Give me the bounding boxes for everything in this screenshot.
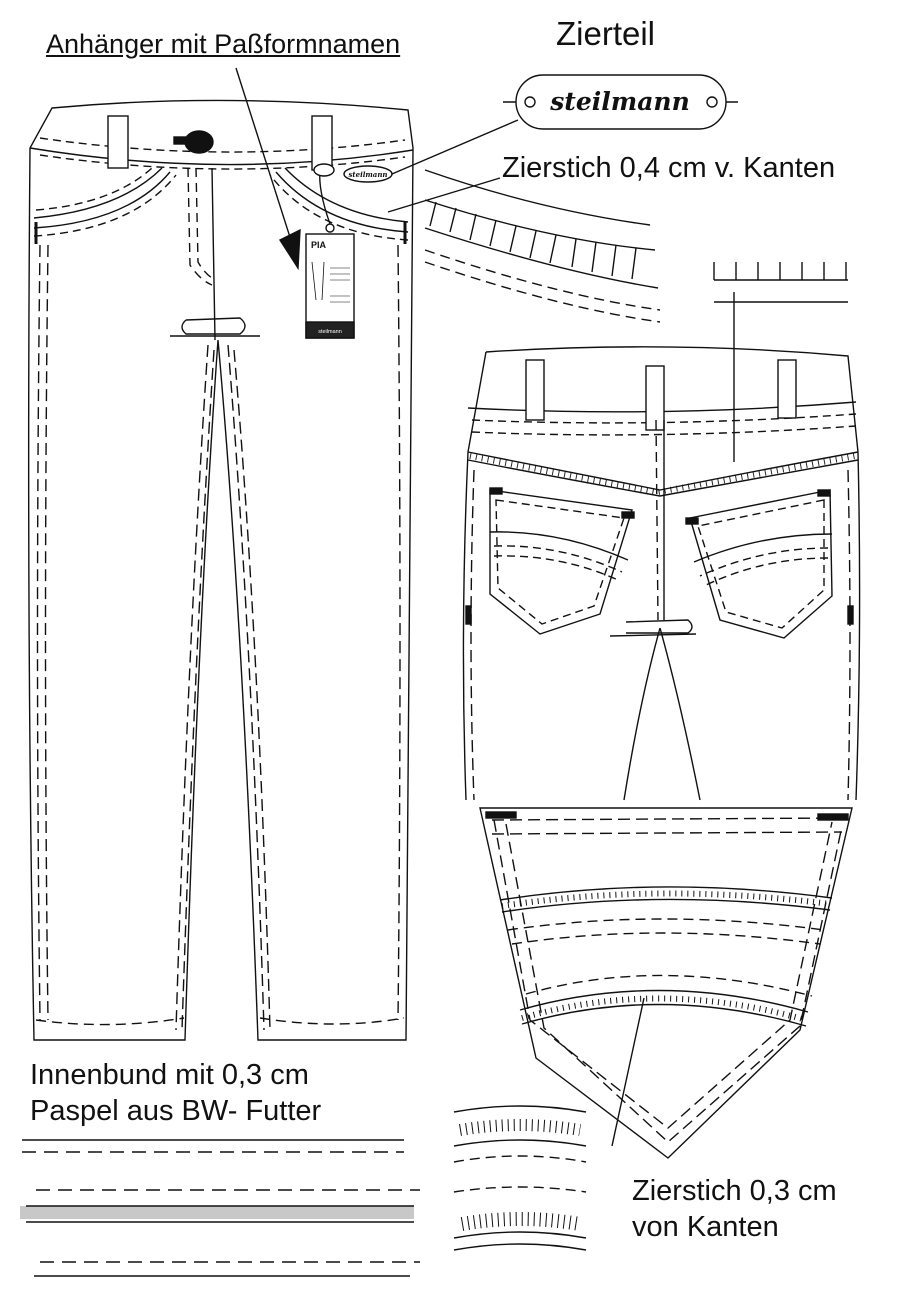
stitch04-leader [387, 177, 501, 213]
piping-label: Paspel aus BW- Futter [30, 1095, 322, 1127]
front-outline [27, 99, 414, 1041]
front-pocket-right [284, 167, 409, 223]
back-pocket-right [689, 489, 833, 639]
ornament-badge [503, 74, 738, 130]
front-waistband-seam [29, 147, 414, 166]
stitch-sample-right [713, 262, 848, 462]
stitch-sample-03 [453, 1105, 587, 1251]
stitch-04-label: Zierstich 0,4 cm v. Kanten [502, 152, 836, 184]
ornament-leader [391, 119, 519, 175]
piping-strip [20, 1206, 414, 1219]
tag-pointer-line [235, 67, 297, 257]
belt-loop [311, 115, 333, 171]
stitch-detail-04 [424, 169, 661, 323]
belt-loop [107, 115, 129, 169]
hang-tag-fit-name: PIA [311, 240, 327, 250]
hang-tag-brand: steilmann [318, 329, 342, 335]
back-view [462, 346, 861, 801]
button-icon [184, 130, 214, 154]
front-view [27, 99, 414, 1041]
hang-tag [305, 169, 355, 339]
tag-label: Anhänger mit Paßformnamen [46, 29, 401, 59]
piping-sample [20, 1139, 420, 1277]
stitch-03-label-line1: Zierstich 0,3 cm [632, 1175, 837, 1207]
ornament-brand-text: steilmann [549, 87, 690, 116]
inner-waistband-label: Innenbund mit 0,3 cm [30, 1059, 309, 1091]
stitch-03-label-line2: von Kanten [632, 1211, 779, 1243]
pocket-detail [479, 807, 853, 1159]
ornament-title: Zierteil [556, 15, 656, 52]
back-outline [462, 346, 861, 801]
front-pocket-left [33, 167, 163, 219]
back-pocket-left [489, 489, 633, 635]
tag-pointer-arrowhead [278, 228, 301, 271]
stitch03-leader [611, 997, 645, 1147]
ornament-small-brand: steilmann [348, 170, 387, 179]
